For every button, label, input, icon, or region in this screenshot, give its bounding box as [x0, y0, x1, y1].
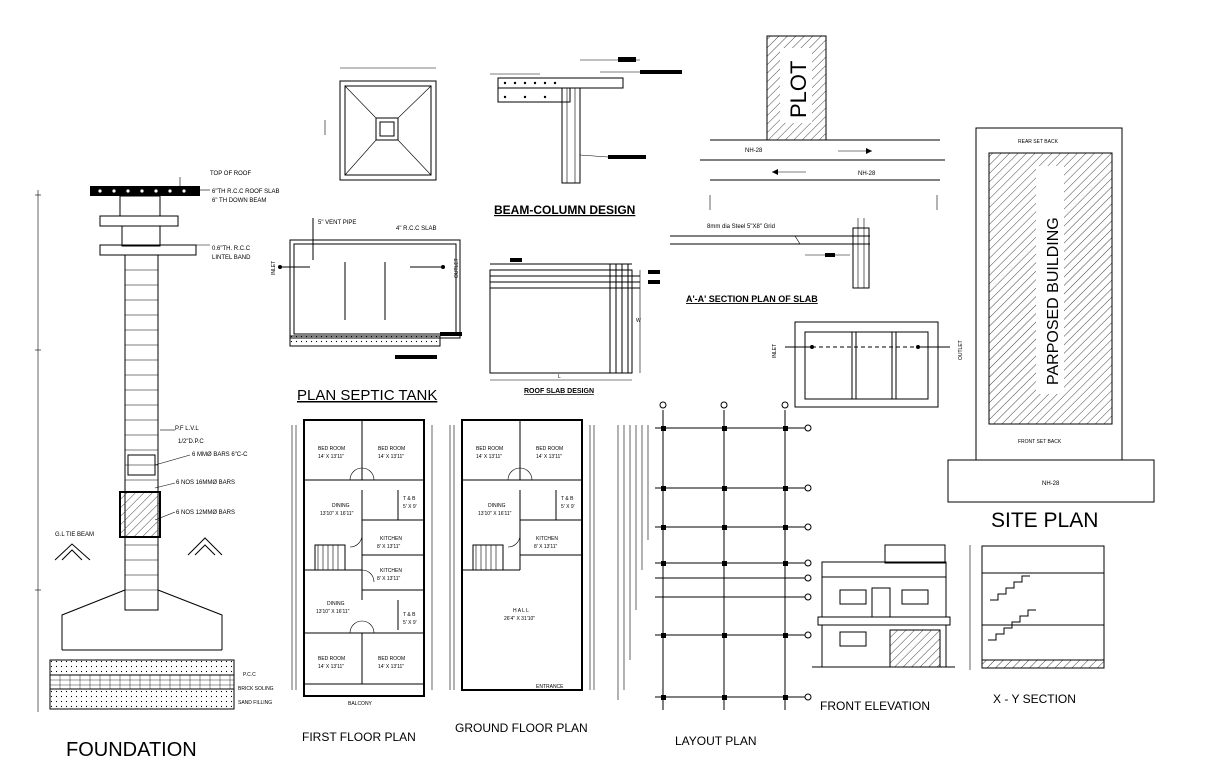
ff-kitchen2: KITCHEN [380, 568, 402, 574]
title-xy-section: X - Y SECTION [993, 692, 1076, 706]
gf-tb: T & B [561, 496, 574, 502]
layout-plan-drawing [617, 401, 812, 710]
front-elevation-drawing [812, 544, 955, 668]
label-pcc: P.C.C [243, 672, 256, 678]
title-site-plan: SITE PLAN [991, 509, 1098, 532]
ff-dining1: DINING [332, 503, 350, 509]
label-nh28-b: NH-28 [858, 171, 876, 177]
label-outlet-section: OUTLET [454, 258, 460, 278]
foundation-drawing [35, 177, 235, 712]
label-bars-3: 6 NOS 12MMØ BARS [176, 510, 235, 516]
gf-hall-size: 26'4" X 31'10" [504, 616, 535, 622]
title-section-plan-of-slab: A'-A' SECTION PLAN OF SLAB [686, 294, 818, 304]
label-vent-pipe: 5" VENT PIPE [318, 220, 356, 226]
septic-tank-plan-drawing [785, 321, 950, 408]
label-slab-w: W [636, 318, 641, 324]
gf-tb-size: 5' X 9' [561, 504, 575, 510]
label-inlet-plan: INLET [772, 344, 778, 358]
label-rcc-slab: 4" R.C.C SLAB [396, 226, 436, 232]
ff-bed1-size: 14' X 13'11" [318, 454, 344, 460]
title-first-floor-plan: FIRST FLOOR PLAN [302, 730, 416, 744]
ff-bed3-size: 14' X 13'11" [318, 664, 344, 670]
beam-column-design-drawing [490, 57, 682, 184]
roof-slab-labels: W L [558, 318, 641, 380]
label-brick-soling: BRICK SOLING [238, 686, 274, 692]
label-proposed-building: PARPOSED BUILDING [1045, 217, 1062, 385]
septic-tank-section [278, 218, 462, 359]
ff-bed3: BED ROOM [318, 656, 345, 662]
plot-location-drawing [700, 35, 945, 210]
ground-floor-room-labels: BED ROOM 14' X 13'11" BED ROOM 14' X 13'… [476, 446, 575, 690]
ff-bed4-size: 14' X 13'11" [378, 664, 404, 670]
label-grid-note: 8mm dia Steel 5"X8" Grid [707, 224, 775, 230]
ff-kitchen1-size: 8' X 13'11" [377, 544, 401, 550]
roof-slab-design-drawing [489, 258, 660, 381]
label-sand-filling: SAND FILLING [238, 700, 272, 706]
ff-kitchen1: KITCHEN [380, 536, 402, 542]
gf-bed2: BED ROOM [536, 446, 563, 452]
ff-bed1: BED ROOM [318, 446, 345, 452]
gf-entrance: ENTRANCE [536, 684, 564, 690]
ff-dining2: DINING [327, 601, 345, 607]
title-front-elevation: FRONT ELEVATION [820, 699, 930, 713]
gf-bed1-size: 14' X 13'11" [476, 454, 502, 460]
label-dpc: 1/2"D.P.C [178, 439, 204, 445]
ff-bed2: BED ROOM [378, 446, 405, 452]
label-tie-beam: G.L TIE BEAM [55, 532, 94, 538]
label-front-set-back: FRONT SET BACK [1018, 439, 1062, 445]
label-slab-l: L [558, 374, 561, 380]
slab-section-drawing [670, 218, 870, 289]
label-bars-2: 6 NOS 16MMØ BARS [176, 480, 235, 486]
xy-section-drawing [969, 545, 1105, 670]
title-plan-septic-tank: PLAN SEPTIC TANK [297, 387, 437, 404]
label-down-beam: 6" TH DOWN BEAM [212, 198, 266, 204]
label-top-of-roof: TOP OF ROOF [210, 171, 251, 177]
label-lintel-1: 0.6"TH. R.C.C [212, 246, 251, 252]
ff-balcony: BALCONY [348, 701, 373, 707]
gf-dining-size: 13'10" X 16'11" [478, 511, 512, 517]
ff-tb2-size: 5' X 9' [403, 620, 417, 626]
column-footing-top-view [324, 67, 437, 181]
label-pfl: P.F L.V.L [175, 426, 199, 432]
gf-kitchen-size: 8' X 13'11" [534, 544, 558, 550]
label-inlet-section: INLET [271, 261, 277, 275]
ff-tb1-size: 5' X 9' [403, 504, 417, 510]
foundation-labels: TOP OF ROOF 6"TH R.C.C ROOF SLAB 6" TH D… [55, 171, 279, 706]
septic-tank-labels: 5" VENT PIPE 4" R.C.C SLAB INLET OUTLET [271, 220, 460, 278]
gf-hall: H A L L [513, 608, 529, 614]
label-nh28-a: NH-28 [745, 148, 763, 154]
ff-bed4: BED ROOM [378, 656, 405, 662]
gf-kitchen: KITCHEN [536, 536, 558, 542]
label-lintel-2: LINTEL BAND [212, 255, 251, 261]
gf-bed1: BED ROOM [476, 446, 503, 452]
site-plan-drawing [947, 127, 1155, 503]
label-plot: PLOT [786, 61, 811, 118]
first-floor-plan-drawing [291, 419, 433, 697]
label-bars-1: 6 MMØ BARS 6"C-C [192, 452, 248, 458]
ff-kitchen2-size: 8' X 13'11" [377, 576, 401, 582]
title-foundation: FOUNDATION [66, 739, 197, 761]
title-ground-floor-plan: GROUND FLOOR PLAN [455, 721, 588, 735]
gf-bed2-size: 14' X 13'11" [536, 454, 562, 460]
gf-dining: DINING [488, 503, 506, 509]
ff-dining2-size: 13'10" X 16'11" [316, 609, 350, 615]
title-beam-column-design: BEAM-COLUMN DESIGN [494, 203, 635, 217]
ff-bed2-size: 14' X 13'11" [378, 454, 404, 460]
label-roof-slab: 6"TH R.C.C ROOF SLAB [212, 189, 279, 195]
ff-tb2: T & B [403, 612, 416, 618]
label-rear-set-back: REAR SET BACK [1018, 139, 1059, 145]
ff-tb1: T & B [403, 496, 416, 502]
title-layout-plan: LAYOUT PLAN [675, 734, 757, 748]
first-floor-room-labels: BED ROOM 14' X 13'11" BED ROOM 14' X 13'… [316, 446, 417, 707]
ff-dining1-size: 13'10" X 16'11" [320, 511, 354, 517]
ground-floor-plan-drawing [449, 419, 595, 691]
label-nh28-c: NH-28 [1042, 481, 1060, 487]
label-outlet-plan: OUTLET [958, 340, 964, 360]
title-roof-slab-design: ROOF SLAB DESIGN [524, 388, 594, 395]
